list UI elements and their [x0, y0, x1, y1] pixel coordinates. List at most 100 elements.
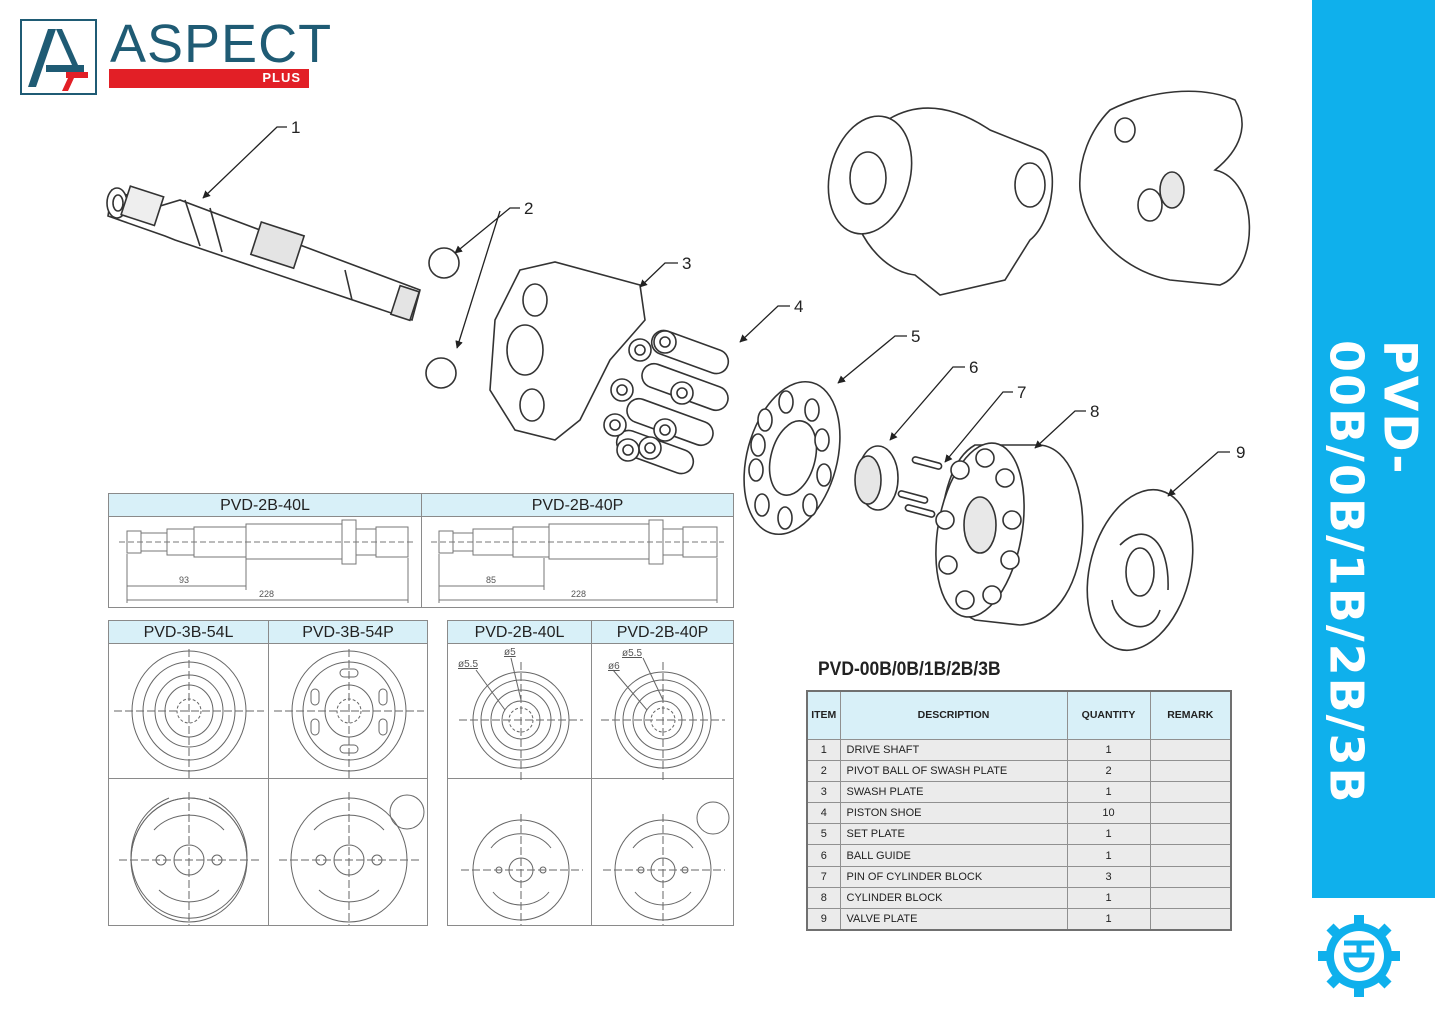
side-banner: PVD-00B/0B/1B/2B/3B: [1312, 0, 1435, 898]
callout-9: 9: [1236, 443, 1245, 462]
shaft-table: PVD-2B-40L PVD-2B-40P 93 228 85: [108, 493, 734, 608]
shaft-dim-long: 228: [259, 589, 274, 599]
exploded-diagram: 1 2 3 4 5 6 7 8 9: [106, 90, 1251, 652]
cell-description: PIN OF CYLINDER BLOCK: [839, 865, 1068, 888]
brand-name: ASPECT: [110, 14, 333, 74]
ball-guide-part: [854, 445, 899, 511]
cell-remark: [1149, 823, 1232, 846]
cell-description: PIVOT BALL OF SWASH PLATE: [839, 759, 1068, 782]
cell-remark: [1149, 780, 1232, 804]
cell-quantity: 1: [1066, 907, 1151, 931]
cell-remark: [1149, 907, 1232, 931]
dim-annotation: ø5: [504, 647, 516, 658]
shaft-drawings: 93 228 85 228: [119, 519, 724, 603]
cell-description: CYLINDER BLOCK: [839, 886, 1068, 910]
callout-7: 7: [1017, 383, 1026, 402]
cell-item: 8: [806, 886, 841, 910]
side-banner-title: PVD-00B/0B/1B/2B/3B: [1319, 340, 1428, 805]
callout-3: 3: [682, 254, 691, 273]
assembled-view-front: [827, 107, 1054, 296]
cell-description: BALL GUIDE: [839, 844, 1068, 867]
cell-quantity: 1: [1066, 886, 1151, 910]
cell-item: 9: [806, 907, 841, 931]
cell-item: 7: [806, 865, 841, 888]
cell-description: SWASH PLATE: [839, 780, 1068, 804]
cell-remark: [1149, 865, 1232, 888]
dim-annotation: ø5.5: [622, 648, 642, 659]
shaft-dim-short: 93: [179, 575, 189, 585]
callout-1: 1: [291, 118, 300, 137]
cell-quantity: 1: [1066, 738, 1151, 761]
cell-item: 2: [806, 759, 841, 782]
header-quantity: QUANTITY: [1066, 690, 1151, 740]
set-plate-part: [743, 380, 841, 536]
cell-remark: [1149, 886, 1232, 910]
aspect-logo-icon: [28, 29, 88, 91]
valve-table-2b: PVD-2B-40L PVD-2B-40P: [447, 620, 734, 926]
drive-shaft-part: [106, 185, 421, 322]
callout-8: 8: [1090, 402, 1099, 421]
cell-remark: [1149, 844, 1232, 867]
valve-col-title: PVD-3B-54P: [269, 621, 427, 644]
piston-shoe-part: [603, 329, 730, 475]
pin-part: [897, 456, 943, 518]
cell-description: VALVE PLATE: [839, 907, 1068, 931]
pivot-ball-part: [425, 357, 457, 389]
valve-col-title: PVD-2B-40L: [448, 621, 591, 644]
valve-col-title: PVD-3B-54L: [109, 621, 268, 644]
callout-4: 4: [794, 297, 803, 316]
valve-table-3b: PVD-3B-54L PVD-3B-54P: [108, 620, 428, 926]
logo-mark: [20, 19, 97, 95]
header-remark: REMARK: [1149, 690, 1232, 740]
cell-quantity: 1: [1066, 844, 1151, 867]
shaft-dim-long: 228: [571, 589, 586, 599]
assembled-view-rear: [1079, 90, 1251, 286]
cell-quantity: 1: [1066, 780, 1151, 804]
cell-item: 5: [806, 823, 841, 846]
cell-description: PISTON SHOE: [839, 802, 1068, 825]
parts-table-header: ITEM DESCRIPTION QUANTITY REMARK: [806, 690, 1232, 740]
header-item: ITEM: [806, 690, 841, 740]
cell-remark: [1149, 738, 1232, 761]
valve-plate-drawings-2b: ø5 ø5.5 ø5.5 ø6: [458, 647, 730, 925]
cell-item: 1: [806, 738, 841, 761]
cell-item: 3: [806, 780, 841, 804]
cell-quantity: 2: [1066, 759, 1151, 782]
gear-logo-icon: [1318, 915, 1400, 997]
cell-quantity: 1: [1066, 823, 1151, 846]
parts-table-title: PVD-00B/0B/1B/2B/3B: [818, 659, 1001, 680]
cell-quantity: 3: [1066, 865, 1151, 888]
shaft-col-title: PVD-2B-40P: [422, 494, 733, 517]
cylinder-block-part: [935, 442, 1084, 626]
header-description: DESCRIPTION: [839, 690, 1068, 740]
pivot-ball-part: [428, 247, 460, 279]
cell-item: 4: [806, 802, 841, 825]
callout-6: 6: [969, 358, 978, 377]
brand-sub-bar: PLUS: [109, 69, 309, 88]
valve-plate-drawings-3b: [114, 649, 425, 925]
shaft-dim-short: 85: [486, 575, 496, 585]
brand-sub: PLUS: [262, 70, 301, 85]
dim-annotation: ø6: [608, 661, 620, 672]
cell-item: 6: [806, 844, 841, 867]
callout-5: 5: [911, 327, 920, 346]
shaft-col-title: PVD-2B-40L: [109, 494, 421, 517]
cell-description: DRIVE SHAFT: [839, 738, 1068, 761]
valve-plate-part: [1086, 488, 1194, 652]
valve-col-title: PVD-2B-40P: [592, 621, 733, 644]
cell-description: SET PLATE: [839, 823, 1068, 846]
cell-remark: [1149, 759, 1232, 782]
callout-2: 2: [524, 199, 533, 218]
cell-quantity: 10: [1066, 802, 1151, 825]
dim-annotation: ø5.5: [458, 659, 478, 670]
